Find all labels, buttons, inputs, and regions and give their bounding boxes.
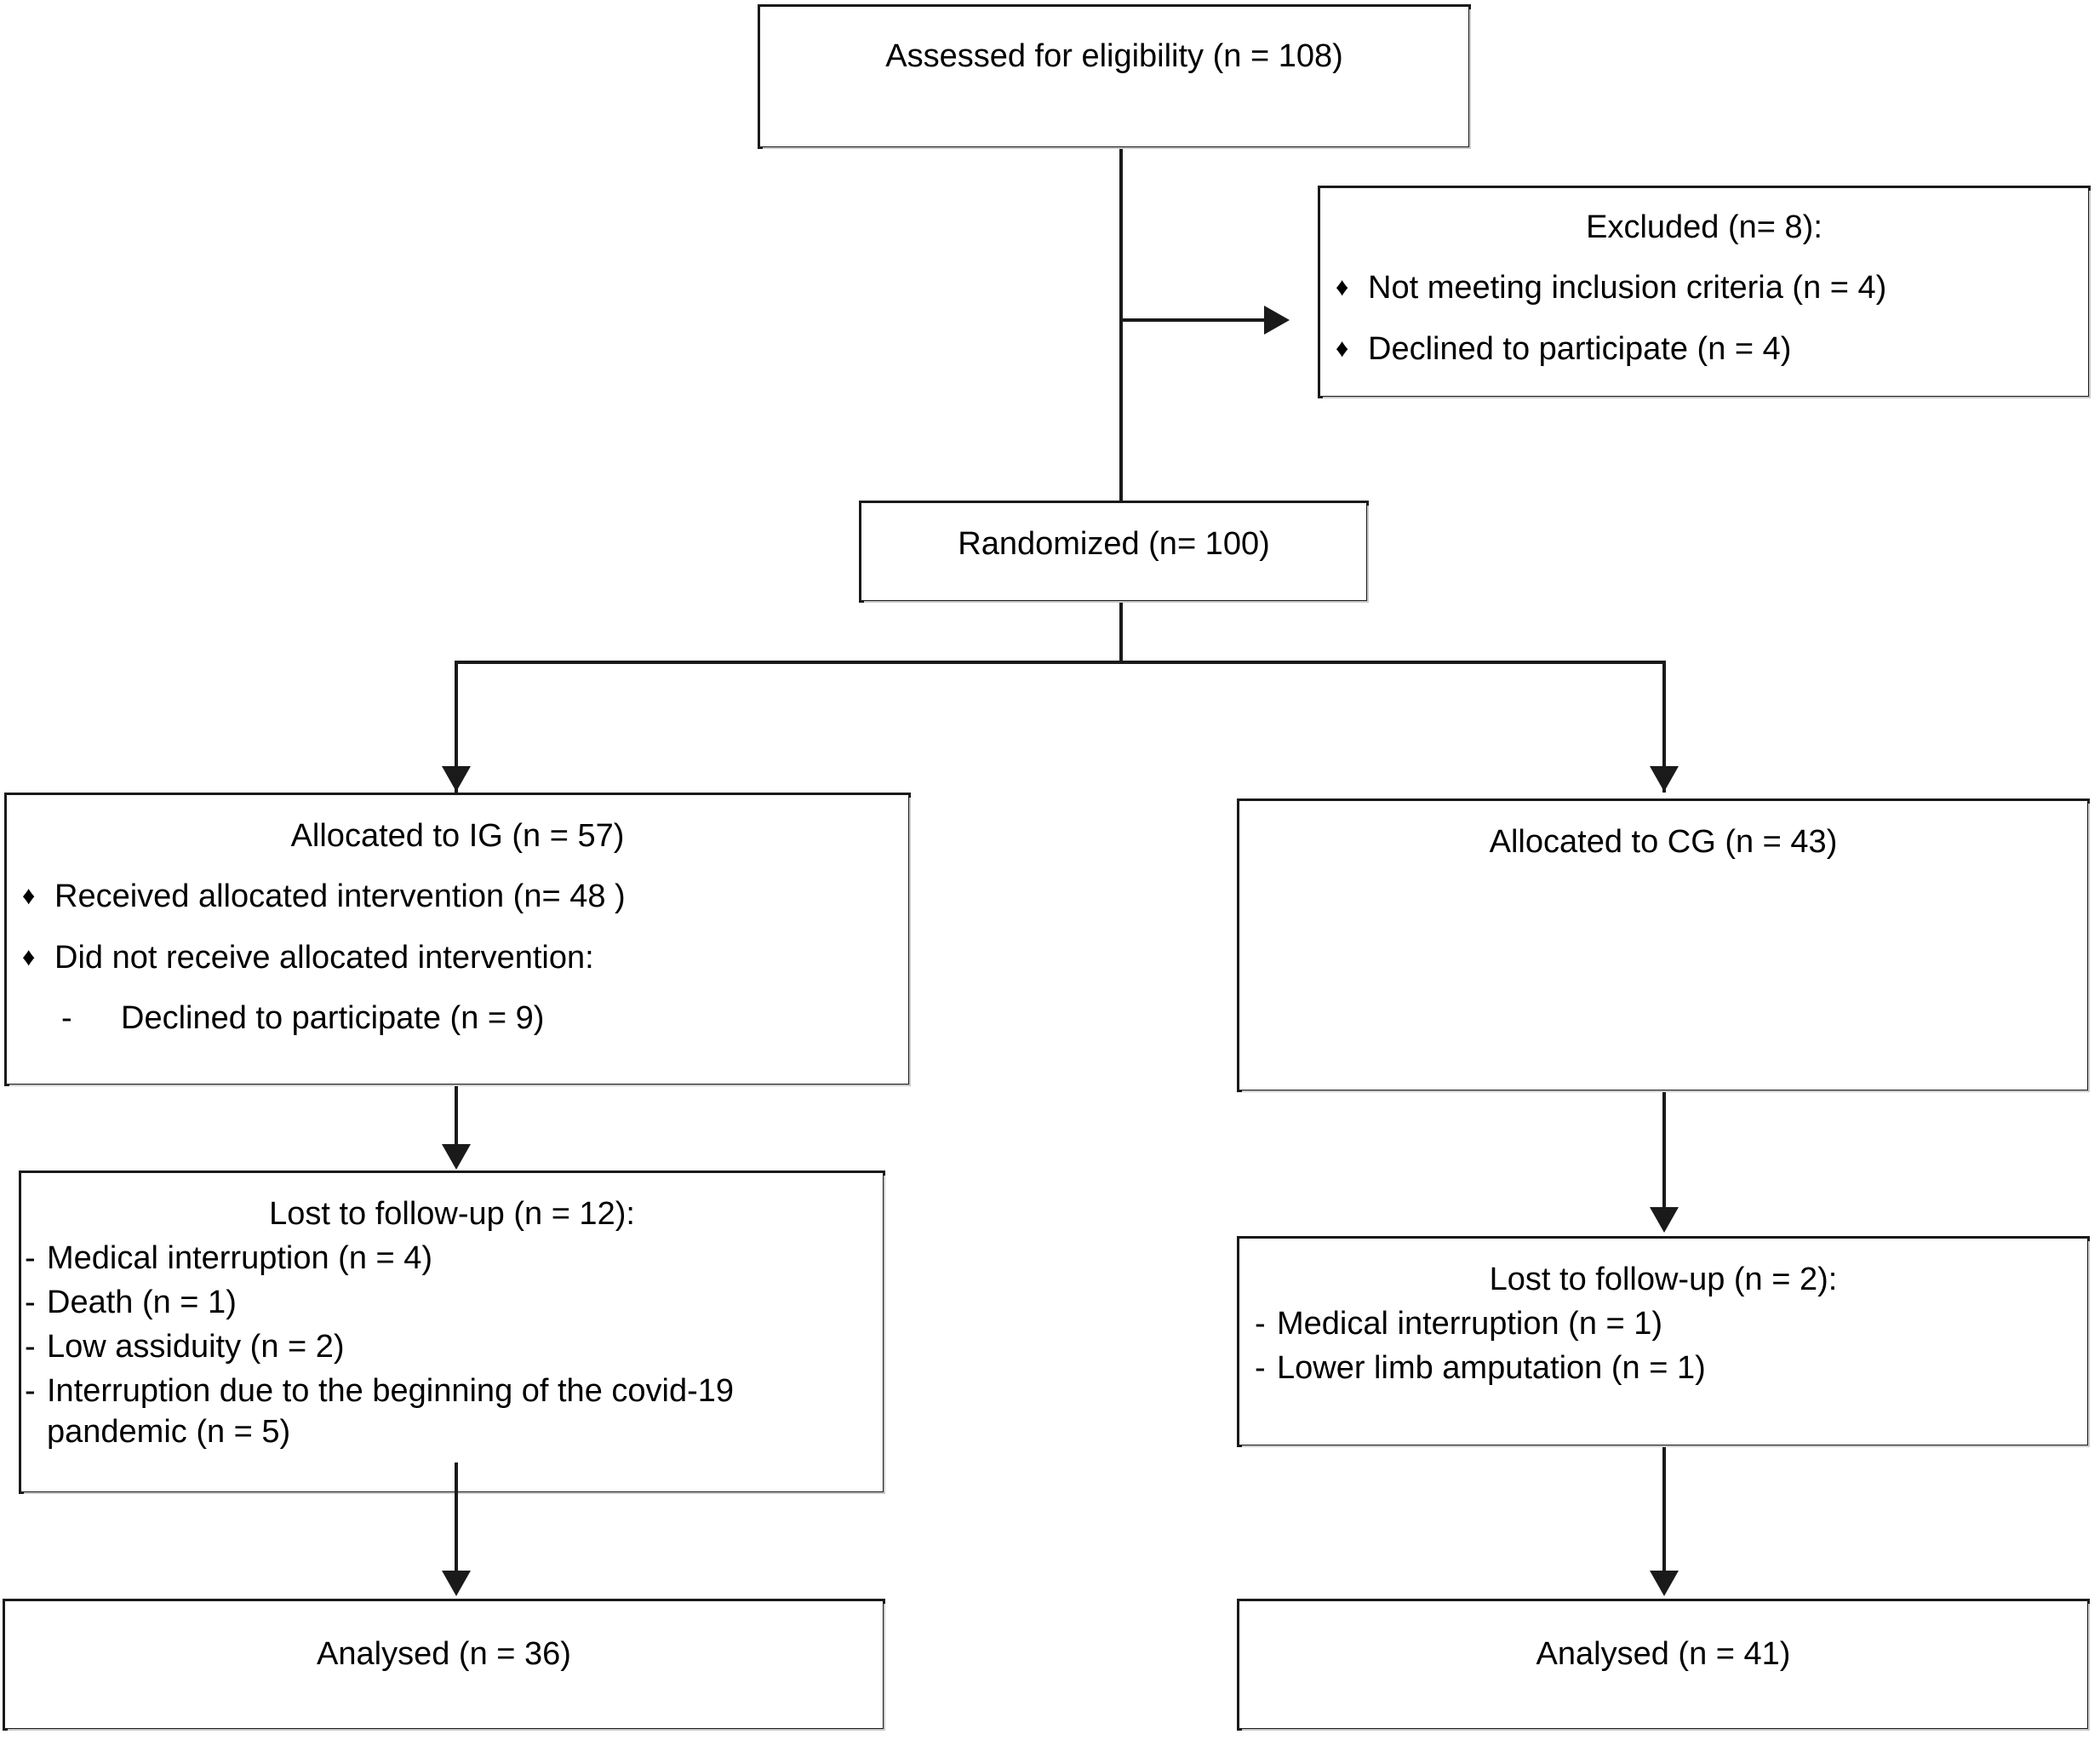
box-assessed-for-eligibility: Assessed for eligibility (n = 108): [758, 4, 1471, 149]
dash-bullet-icon: -: [25, 1240, 36, 1277]
box-randomized: Randomized (n= 100): [859, 501, 1369, 603]
assessed-title: Assessed for eligibility (n = 108): [885, 38, 1343, 74]
list-item-label: Not meeting inclusion criteria (n = 4): [1368, 270, 1887, 306]
dash-bullet-icon: -: [1255, 1350, 1266, 1387]
list-item: ♦ Did not receive allocated intervention…: [7, 937, 908, 1040]
randomized-title: Randomized (n= 100): [958, 526, 1270, 562]
box-lost-to-followup-ig: Lost to follow-up (n = 12): - Medical in…: [19, 1170, 885, 1494]
connector-ig-alloc-to-lost: [455, 1086, 458, 1150]
dash-bullet-icon: -: [25, 1329, 36, 1365]
diamond-bullet-icon: ♦: [22, 882, 36, 911]
box-allocated-cg: Allocated to CG (n = 43): [1237, 798, 2090, 1092]
list-item: - Medical interruption (n = 1): [1251, 1304, 2087, 1345]
sub-list-item: - Declined to participate (n = 9): [54, 998, 908, 1039]
arrowhead-to-analysed-ig: [442, 1571, 471, 1596]
diamond-bullet-icon: ♦: [1336, 273, 1349, 302]
connector-bus-to-ig: [455, 661, 458, 793]
list-item: ♦ Declined to participate (n = 4): [1320, 329, 2088, 370]
lost-ig-title: Lost to follow-up (n = 12):: [269, 1196, 635, 1232]
lost-cg-title: Lost to follow-up (n = 2):: [1489, 1262, 1838, 1297]
list-item-label: Low assiduity (n = 2): [47, 1329, 345, 1365]
box-analysed-cg: Analysed (n = 41): [1237, 1599, 2090, 1731]
allocated-cg-title: Allocated to CG (n = 43): [1489, 824, 1838, 860]
analysed-cg-title: Analysed (n = 41): [1536, 1636, 1791, 1672]
allocated-ig-title: Allocated to IG (n = 57): [290, 818, 625, 854]
excluded-title: Excluded (n= 8):: [1586, 209, 1822, 245]
list-item: - Death (n = 1): [21, 1283, 883, 1324]
diamond-bullet-icon: ♦: [1336, 334, 1349, 363]
lost-cg-list: - Medical interruption (n = 1) - Lower l…: [1239, 1304, 2087, 1389]
list-item-label: Received allocated intervention (n= 48 ): [54, 879, 626, 915]
dash-bullet-icon: -: [25, 1373, 36, 1410]
list-item-label: Medical interruption (n = 1): [1277, 1306, 1663, 1342]
connector-cg-lost-to-analysed: [1662, 1447, 1666, 1588]
arrowhead-to-allocated-ig: [442, 766, 471, 792]
arrowhead-to-analysed-cg: [1650, 1571, 1679, 1596]
arrowhead-to-excluded: [1264, 306, 1290, 335]
list-item-label: Did not receive allocated intervention:: [54, 939, 594, 976]
list-item-label: Interruption due to the beginning of the…: [47, 1373, 735, 1450]
connector-bus-to-cg: [1662, 661, 1666, 793]
arrowhead-to-lost-cg: [1650, 1207, 1679, 1233]
arrowhead-to-lost-ig: [442, 1144, 471, 1170]
arrowhead-to-allocated-cg: [1650, 766, 1679, 792]
list-item: ♦ Received allocated intervention (n= 48…: [7, 876, 908, 918]
connector-assessed-trunk: [1119, 94, 1123, 528]
excluded-list: ♦ Not meeting inclusion criteria (n = 4)…: [1320, 267, 2088, 370]
dash-bullet-icon: -: [25, 1285, 36, 1321]
lost-ig-list: - Medical interruption (n = 4) - Death (…: [21, 1239, 883, 1452]
analysed-ig-title: Analysed (n = 36): [317, 1636, 571, 1672]
connector-assessed-to-excluded: [1119, 318, 1268, 322]
box-analysed-ig: Analysed (n = 36): [3, 1599, 885, 1731]
list-item: ♦ Not meeting inclusion criteria (n = 4): [1320, 267, 2088, 309]
list-item: - Lower limb amputation (n = 1): [1251, 1348, 2087, 1389]
diamond-bullet-icon: ♦: [22, 942, 36, 971]
dash-bullet-icon: -: [61, 1000, 72, 1037]
allocated-ig-list: ♦ Received allocated intervention (n= 48…: [7, 876, 908, 1039]
connector-ig-lost-to-analysed: [455, 1462, 458, 1588]
box-allocated-ig: Allocated to IG (n = 57) ♦ Received allo…: [4, 793, 911, 1086]
list-item-label: Death (n = 1): [47, 1285, 237, 1321]
box-excluded: Excluded (n= 8): ♦ Not meeting inclusion…: [1318, 186, 2091, 398]
list-item-label: Lower limb amputation (n = 1): [1277, 1350, 1706, 1387]
list-item: - Low assiduity (n = 2): [21, 1327, 883, 1368]
sub-list-item-label: Declined to participate (n = 9): [121, 1000, 545, 1037]
list-item: - Interruption due to the beginning of t…: [21, 1371, 883, 1453]
list-item: - Medical interruption (n = 4): [21, 1239, 883, 1279]
box-lost-to-followup-cg: Lost to follow-up (n = 2): - Medical int…: [1237, 1236, 2090, 1447]
list-item-label: Medical interruption (n = 4): [47, 1240, 433, 1277]
connector-randomized-stem: [1119, 603, 1123, 664]
dash-bullet-icon: -: [1255, 1306, 1266, 1342]
connector-randomized-bus: [455, 661, 1666, 664]
list-item-label: Declined to participate (n = 4): [1368, 330, 1792, 367]
